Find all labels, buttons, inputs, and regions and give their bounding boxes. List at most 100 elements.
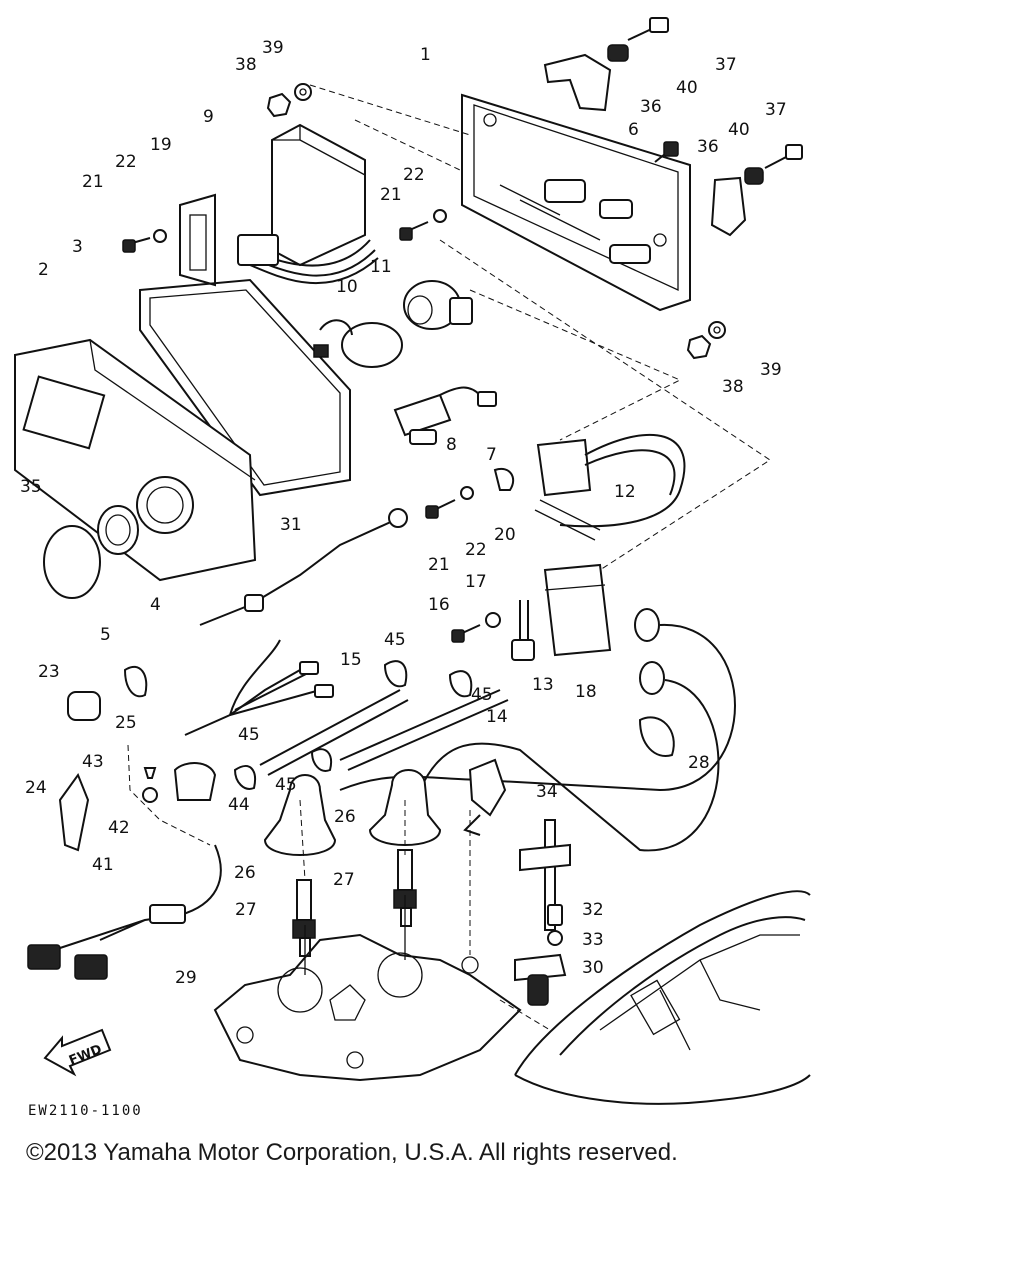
callout-17: 17 <box>465 572 487 592</box>
coupler-8 <box>393 386 497 445</box>
bolt-6 <box>654 141 679 163</box>
harness-main <box>184 639 334 736</box>
part-24 <box>58 772 90 852</box>
callout-11: 11 <box>370 257 392 277</box>
callout-10: 10 <box>336 277 358 297</box>
callout-14: 14 <box>486 707 508 727</box>
clamp-20 <box>493 467 515 491</box>
callout-6: 6 <box>628 120 639 140</box>
bracket-upper <box>543 17 669 112</box>
callout-22c: 22 <box>465 540 487 560</box>
callout-39b: 39 <box>760 360 782 380</box>
callout-45d: 45 <box>275 775 297 795</box>
bolt-left <box>122 229 167 253</box>
band-25 <box>123 665 148 698</box>
rectifier-12 <box>534 433 686 541</box>
callout-3: 3 <box>72 237 83 257</box>
callout-28: 28 <box>688 753 710 773</box>
washer-33 <box>547 930 563 946</box>
callout-2: 2 <box>38 260 49 280</box>
callout-34: 34 <box>536 782 558 802</box>
parts-diagram: 1 2 3 4 5 6 7 8 9 10 11 12 13 14 15 16 1… <box>14 17 811 1119</box>
callout-38b: 38 <box>722 377 744 397</box>
harness-31 <box>199 508 408 626</box>
callout-19: 19 <box>150 135 172 155</box>
callout-45c: 45 <box>238 725 260 745</box>
ring <box>97 505 139 555</box>
nut-washer-upper <box>266 83 312 118</box>
callout-25: 25 <box>115 713 137 733</box>
bolt-16 <box>451 612 501 643</box>
leader-lines <box>127 84 771 1031</box>
callout-30: 30 <box>582 958 604 978</box>
callout-labels: 1 2 3 4 5 6 7 8 9 10 11 12 13 14 15 16 1… <box>20 38 787 988</box>
callout-12: 12 <box>614 482 636 502</box>
callout-39a: 39 <box>262 38 284 58</box>
fwd-arrow: FWD <box>43 1028 112 1077</box>
callout-42: 42 <box>108 818 130 838</box>
callout-21c: 21 <box>428 555 450 575</box>
lead-29 <box>27 844 222 980</box>
spark-plug-left <box>292 879 316 957</box>
sensor-11 <box>403 280 473 330</box>
bracket-right <box>710 144 803 237</box>
gasket <box>139 278 351 497</box>
callout-22a: 22 <box>115 152 137 172</box>
callout-24: 24 <box>25 778 47 798</box>
callout-13: 13 <box>532 675 554 695</box>
plug-cap-right <box>368 769 442 846</box>
callout-20: 20 <box>494 525 516 545</box>
callout-22b: 22 <box>403 165 425 185</box>
callout-36a: 36 <box>640 97 662 117</box>
callout-40b: 40 <box>728 120 750 140</box>
callout-29: 29 <box>175 968 197 988</box>
callout-15: 15 <box>340 650 362 670</box>
callout-44: 44 <box>228 795 250 815</box>
plate-19 <box>179 193 216 287</box>
part-23 <box>67 691 101 721</box>
callout-23: 23 <box>38 662 60 682</box>
tube-14 <box>339 689 509 771</box>
band-28 <box>638 716 675 757</box>
callout-27a: 27 <box>235 900 257 920</box>
part-42-43 <box>142 767 158 803</box>
callout-32: 32 <box>582 900 604 920</box>
callout-21b: 21 <box>380 185 402 205</box>
callout-38a: 38 <box>235 55 257 75</box>
grommets-18 <box>634 608 665 695</box>
sensor-34 <box>463 758 507 836</box>
callout-35: 35 <box>20 477 42 497</box>
clamp-45-a <box>383 660 408 688</box>
clamp-45-b <box>448 670 473 698</box>
clamp-45-d <box>310 748 332 772</box>
callout-21a: 21 <box>82 172 104 192</box>
callout-45a: 45 <box>384 630 406 650</box>
cover <box>14 338 257 582</box>
callout-7: 7 <box>486 445 497 465</box>
callout-26a: 26 <box>234 863 256 883</box>
drawing-code: EW2110-1100 <box>28 1103 143 1119</box>
callout-9: 9 <box>203 107 214 127</box>
nut-washer-lower <box>686 321 726 360</box>
callout-26b: 26 <box>334 807 356 827</box>
tube-15 <box>259 689 409 776</box>
electrical-box <box>461 93 691 312</box>
part-44 <box>173 762 217 801</box>
cylinder-head <box>213 895 522 1082</box>
watercraft <box>514 890 811 1105</box>
bolt-32 <box>547 904 563 926</box>
callout-18: 18 <box>575 682 597 702</box>
callout-37b: 37 <box>765 100 787 120</box>
bolt-mid <box>399 209 447 241</box>
bolt-lower-21 <box>425 486 474 519</box>
clamp-45-c <box>233 765 256 790</box>
callout-4: 4 <box>150 595 161 615</box>
copyright-notice: ©2013 Yamaha Motor Corporation, U.S.A. A… <box>26 1139 678 1166</box>
callout-43: 43 <box>82 752 104 772</box>
callout-1: 1 <box>420 45 431 65</box>
callout-27b: 27 <box>333 870 355 890</box>
plug-cap-left <box>263 774 337 856</box>
callout-33: 33 <box>582 930 604 950</box>
cdi-unit <box>237 123 379 285</box>
cap <box>43 525 101 599</box>
